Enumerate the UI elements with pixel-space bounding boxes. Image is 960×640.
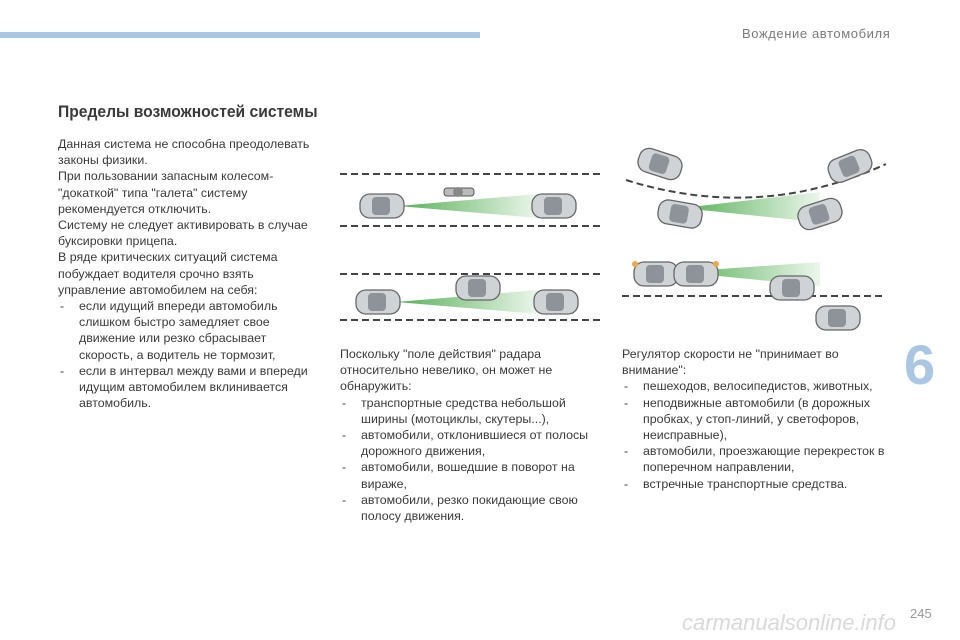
bullet-list: если идущий впереди автомобиль слишком б… bbox=[58, 298, 320, 411]
paragraph: Регулятор скорости не "принимает во вним… bbox=[622, 347, 839, 378]
car-icon bbox=[455, 275, 501, 301]
car-icon bbox=[531, 193, 577, 219]
illustration-curve bbox=[625, 147, 887, 231]
illustration-cut-out bbox=[622, 261, 886, 331]
column-limitations: Данная система не способна преодолевать … bbox=[58, 136, 320, 411]
paragraph: Поскольку "поле действия" радара относит… bbox=[340, 347, 553, 394]
column-radar-limits: Поскольку "поле действия" радара относит… bbox=[340, 346, 612, 524]
list-item: автомобили, отклонившиеся от полосы доро… bbox=[340, 427, 612, 459]
motorcycle-icon bbox=[443, 187, 475, 197]
column-not-detected: Регулятор скорости не "принимает во вним… bbox=[622, 346, 892, 492]
list-item: неподвижные автомобили (в дорожных пробк… bbox=[622, 395, 892, 444]
car-icon bbox=[797, 197, 843, 231]
car-icon bbox=[827, 149, 873, 183]
list-item: автомобили, проезжающие перекресток в по… bbox=[622, 443, 892, 475]
paragraph: Систему не следует активировать в случае… bbox=[58, 218, 308, 249]
list-item: пешеходов, велосипедистов, животных, bbox=[622, 378, 892, 394]
car-icon bbox=[355, 289, 401, 315]
car-icon bbox=[533, 289, 579, 315]
list-item: если в интервал между вами и впереди иду… bbox=[58, 363, 320, 412]
bullet-list: транспортные средства небольшой ширины (… bbox=[340, 395, 612, 525]
page-number: 245 bbox=[910, 606, 932, 621]
header-accent-bar bbox=[0, 32, 480, 38]
car-icon bbox=[632, 261, 679, 287]
bullet-list: пешеходов, велосипедистов, животных, неп… bbox=[622, 378, 892, 492]
list-item: если идущий впереди автомобиль слишком б… bbox=[58, 298, 320, 363]
watermark: carmanualsonline.info bbox=[682, 610, 897, 635]
page-title: Пределы возможностей системы bbox=[58, 102, 318, 121]
section-title: Вождение автомобиля bbox=[742, 26, 891, 41]
chapter-number: 6 bbox=[904, 333, 936, 396]
car-icon bbox=[769, 275, 815, 301]
paragraph: Данная система не способна преодолевать … bbox=[58, 137, 310, 168]
list-item: автомобили, резко покидающие свою полосу… bbox=[340, 492, 612, 524]
car-icon bbox=[657, 199, 703, 229]
car-icon bbox=[359, 193, 405, 219]
car-icon bbox=[673, 261, 719, 287]
paragraph: В ряде критических ситуаций система побу… bbox=[58, 250, 278, 297]
list-item: встречные транспортные средства. bbox=[622, 476, 892, 492]
car-icon bbox=[815, 305, 861, 331]
car-icon bbox=[637, 147, 683, 181]
illustration-narrow-vehicle bbox=[340, 173, 604, 227]
paragraph: При пользовании запасным колесом-"докатк… bbox=[58, 169, 274, 216]
illustration-lane-offset bbox=[340, 273, 604, 321]
list-item: автомобили, вошедшие в поворот на вираже… bbox=[340, 459, 612, 491]
list-item: транспортные средства небольшой ширины (… bbox=[340, 395, 612, 427]
